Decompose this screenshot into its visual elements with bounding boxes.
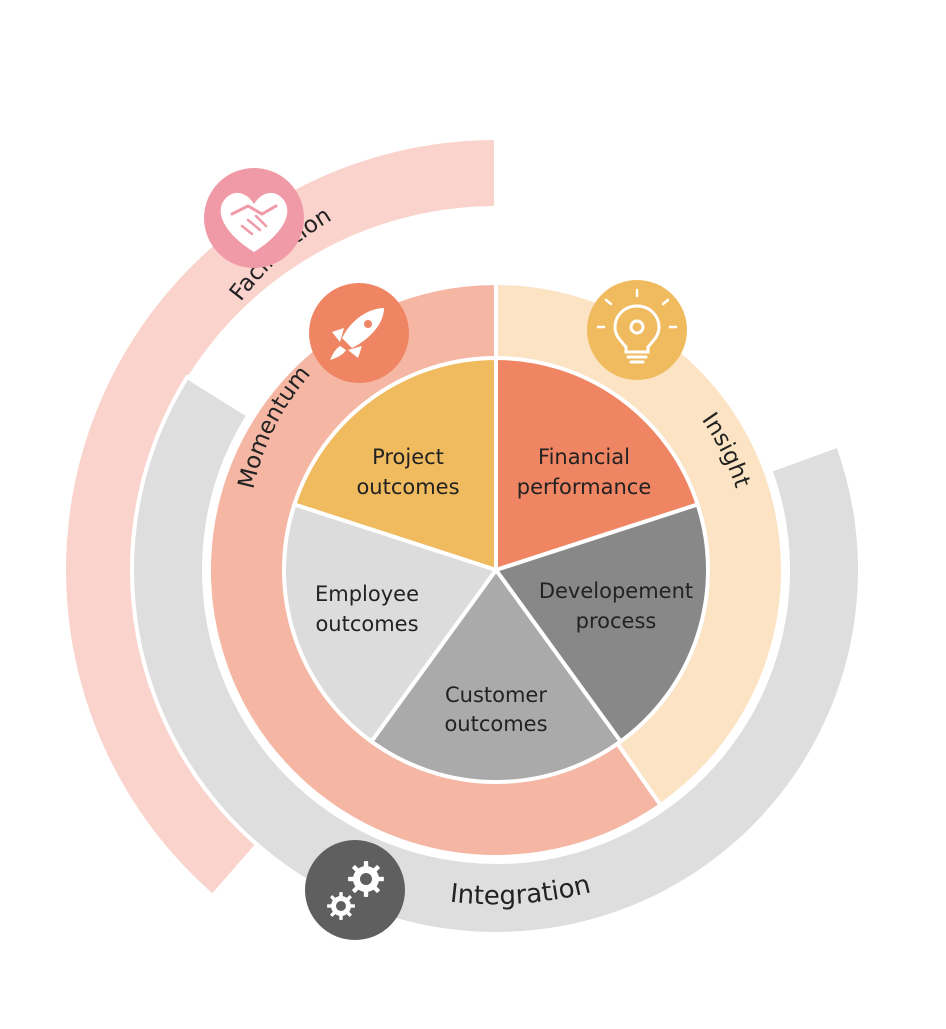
segment-employee-outcomes [282,501,500,745]
handshake-heart-icon [204,168,304,268]
integration-ring [130,374,862,936]
lightbulb-gear-icon [587,280,687,380]
label-project-line2: outcomes [356,475,459,499]
label-development-line2: process [576,609,657,633]
label-customer-line1: Customer [445,683,547,707]
label-financial-line2: performance [517,475,652,499]
segment-customer-outcomes [368,566,624,784]
gear-small-shape [327,892,355,920]
gear-large-shape [348,861,384,897]
gears-icon [305,840,405,940]
rocket-icon [309,283,409,383]
label-development-line1: Developement [539,579,693,603]
segment-project-outcomes [291,355,498,573]
label-customer-line2: outcomes [444,712,547,736]
segment-development-process [492,501,710,745]
label-financial-line1: Financial [538,445,630,469]
label-employee-line1: Employee [315,582,419,606]
label-project-line1: Project [372,445,444,469]
label-employee-line2: outcomes [315,612,418,636]
segment-financial-performance [494,355,701,573]
